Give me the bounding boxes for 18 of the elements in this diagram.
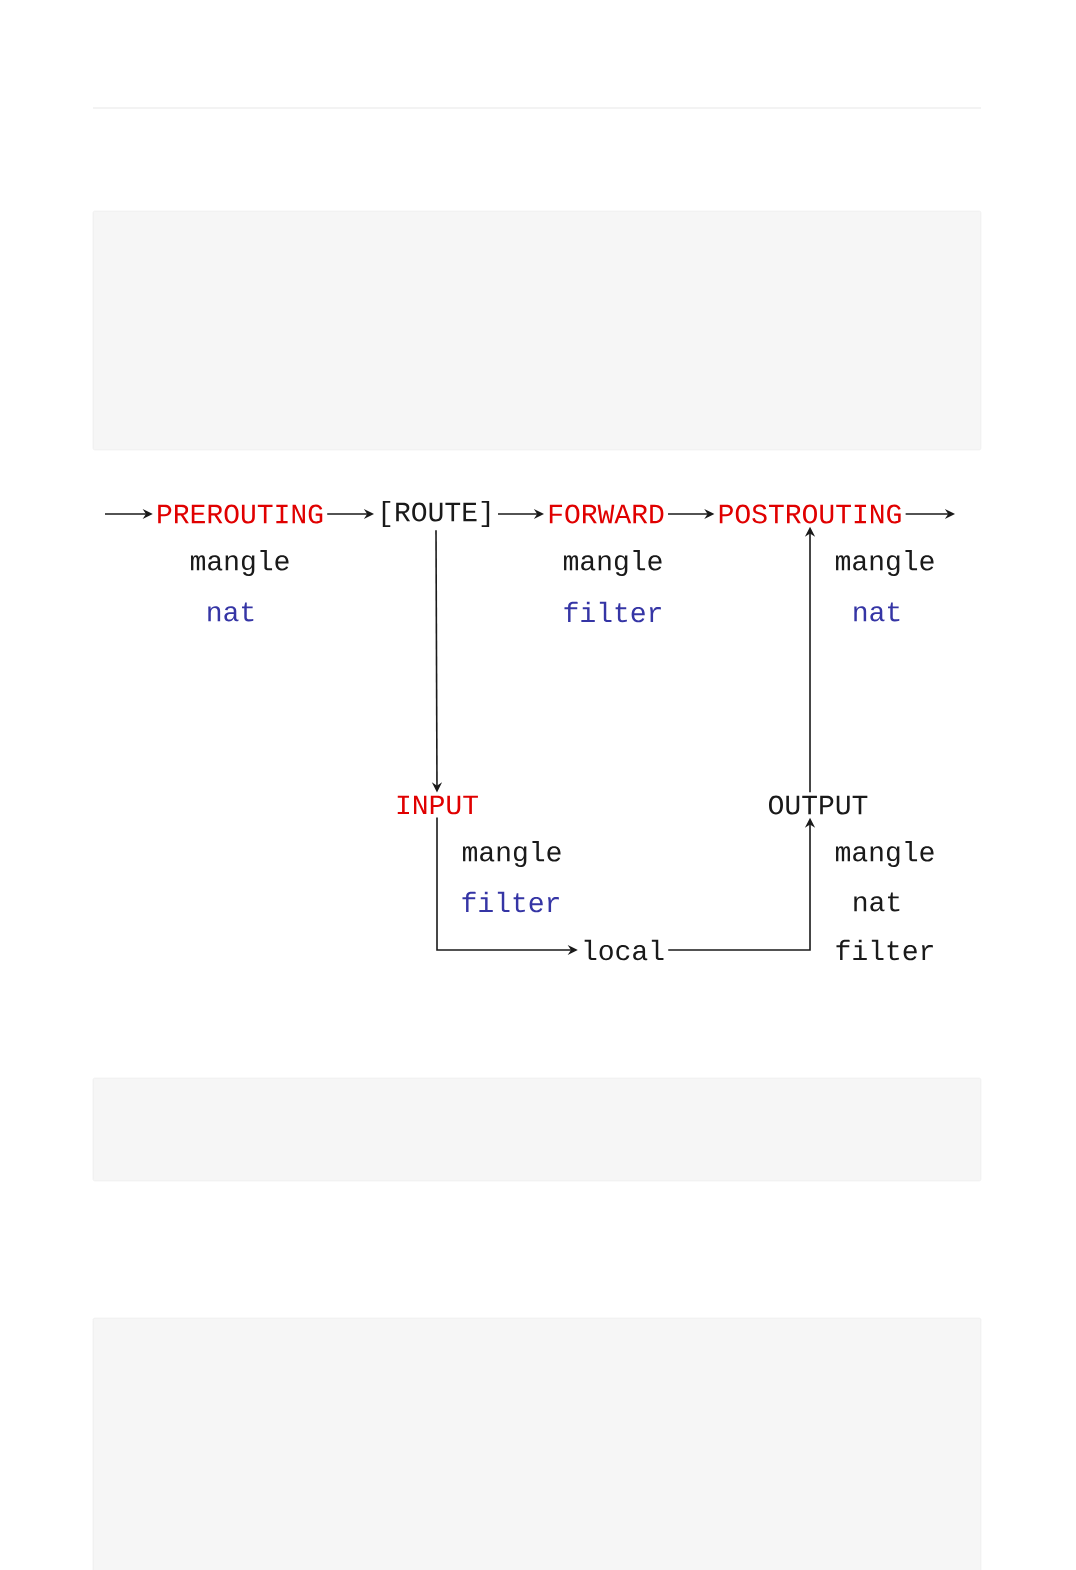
table-name: mangle [563,549,662,577]
table-name: mangle [835,841,934,868]
chain-label: FORWARD [549,504,664,524]
table-name: nat [854,892,900,912]
node-label: OUTPUT [769,795,868,815]
node-label: local [584,939,664,961]
chain-label: POSTROUTING [719,504,901,524]
table-name: filter [836,939,933,961]
chain-label: INPUT [397,795,478,815]
chain-label: PREROUTING [158,504,323,524]
table-name: nat [854,602,900,622]
table-name: mangle [462,841,561,868]
table-name: filter [564,601,661,623]
table-name: mangle [835,549,934,577]
node-label: [ROUTE] [382,500,490,528]
table-name: filter [462,891,559,913]
table-name: mangle [190,549,289,577]
table-name: nat [208,602,254,622]
